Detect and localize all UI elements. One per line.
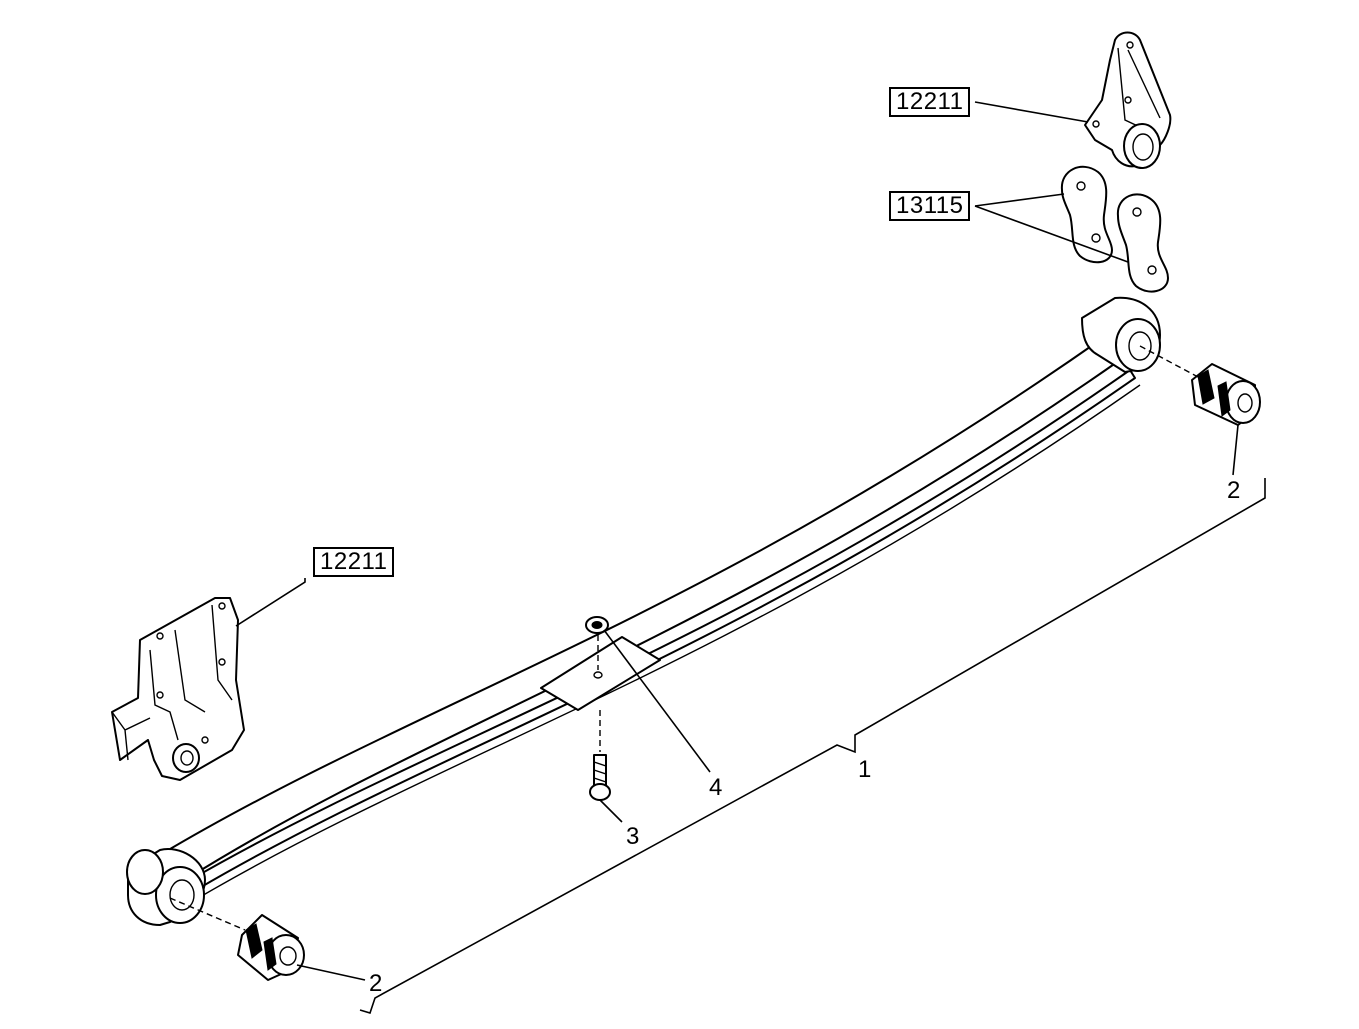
assembly-bracket <box>359 478 1266 1014</box>
callout-nut: 4 <box>709 774 723 801</box>
callout-bushing-right: 2 <box>1227 477 1241 504</box>
spring-eye-right <box>1081 296 1161 373</box>
nut <box>585 616 609 634</box>
center-bolt <box>589 754 611 801</box>
callout-center-bolt: 3 <box>626 823 640 850</box>
hanger-bracket-left <box>111 597 245 781</box>
ref-label-bracket-left[interactable]: 12211 <box>313 547 395 577</box>
callout-spring-assembly: 1 <box>858 756 872 783</box>
leader-lines <box>235 101 1239 981</box>
bushing-right <box>1191 363 1261 426</box>
callout-bushing-left: 2 <box>369 970 383 997</box>
spring-eye-left <box>126 848 206 926</box>
hanger-bracket-top <box>1084 31 1172 169</box>
ref-label-bracket-top[interactable]: 12211 <box>889 87 971 117</box>
leaf-spring <box>159 339 1141 898</box>
ref-label-shackle-plates[interactable]: 13115 <box>889 191 971 221</box>
assembly-axis-lines <box>169 345 1201 931</box>
shackle-plates <box>1060 165 1169 293</box>
bushing-left <box>237 914 305 981</box>
center-clamp-plate <box>540 636 661 711</box>
